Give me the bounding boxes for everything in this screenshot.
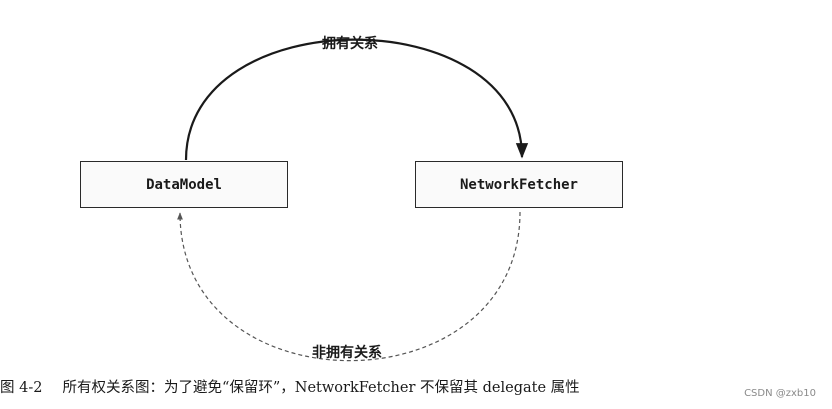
- datamodel-node: DataModel: [80, 161, 288, 208]
- non-owning-relationship-arrow: [177, 211, 521, 362]
- figure-number: 图 4-2: [0, 380, 43, 396]
- networkfetcher-node: NetworkFetcher: [415, 161, 623, 208]
- watermark: CSDN @zxb10: [744, 388, 816, 399]
- figure-caption: 图 4-2 所有权关系图：为了避免“保留环”，NetworkFetcher 不保留…: [0, 376, 580, 397]
- owning-relationship-arrow: [184, 38, 529, 161]
- datamodel-node-label: DataModel: [146, 176, 222, 193]
- figure-caption-text: 所有权关系图：为了避免“保留环”，NetworkFetcher 不保留其 del…: [62, 380, 580, 396]
- non-owning-relationship-label: 非拥有关系: [312, 345, 382, 361]
- owning-relationship-label: 拥有关系: [322, 36, 378, 52]
- networkfetcher-node-label: NetworkFetcher: [459, 176, 578, 193]
